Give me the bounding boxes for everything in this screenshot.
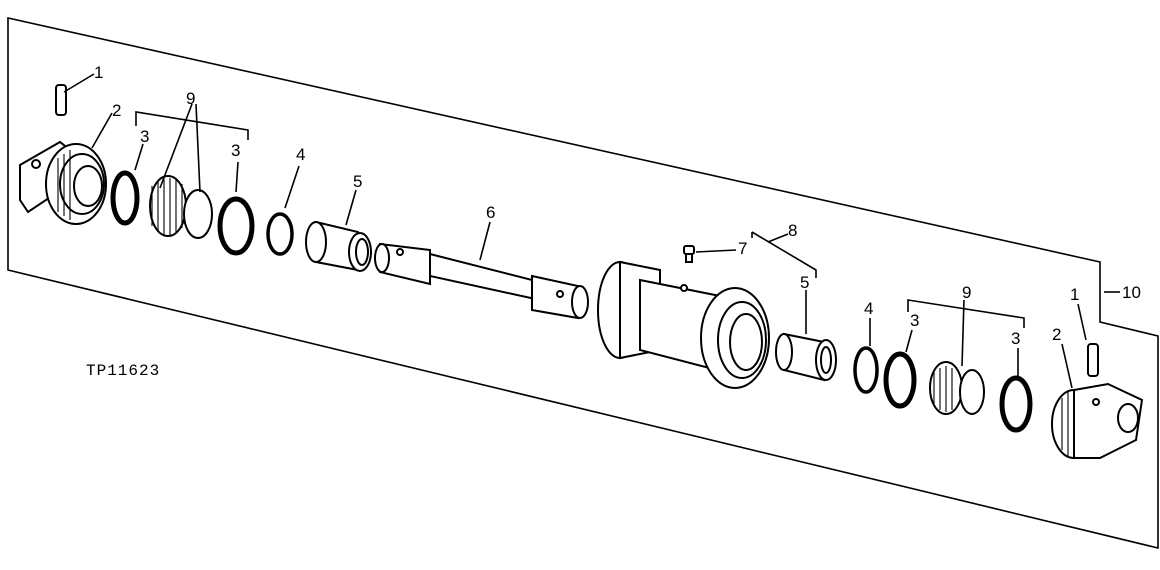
pin-left [55,84,67,116]
label-pin-left: 1 [94,63,103,82]
seal-left [149,175,213,239]
label-ring-3b: 3 [231,141,240,160]
label-bushing-left: 5 [353,172,362,191]
figure-code: TP11623 [86,362,160,380]
ring-4-left [266,212,294,256]
seal-right [929,361,985,415]
label-collar-right: 2 [1052,325,1061,344]
ring-3c [883,351,917,409]
bushing-right [775,332,837,382]
ring-3a [110,170,140,226]
plug [683,245,695,263]
pin-right [1087,343,1099,377]
label-roller-group: 8 [788,221,797,240]
collar-left [19,140,107,225]
label-ring-4-left: 4 [296,145,305,164]
label-plug: 7 [738,239,747,258]
roller [597,260,770,389]
shaft [374,242,589,320]
label-ring-3d: 3 [1011,329,1020,348]
label-assembly: 10 [1122,283,1141,302]
label-ring-4-right: 4 [864,299,873,318]
label-bushing-right: 5 [800,273,809,292]
label-ring-3a: 3 [140,127,149,146]
label-seal-left: 9 [186,89,195,108]
assembly-outline [7,17,1159,550]
label-ring-3c: 3 [910,311,919,330]
label-pin-right: 1 [1070,285,1079,304]
label-collar-left: 2 [112,101,121,120]
ring-3b [217,196,255,256]
ring-3d [999,375,1033,433]
label-seal-right: 9 [962,283,971,302]
ring-4-right [853,346,879,394]
collar-right [1051,382,1144,459]
bushing-left [305,220,372,272]
label-shaft: 6 [486,203,495,222]
